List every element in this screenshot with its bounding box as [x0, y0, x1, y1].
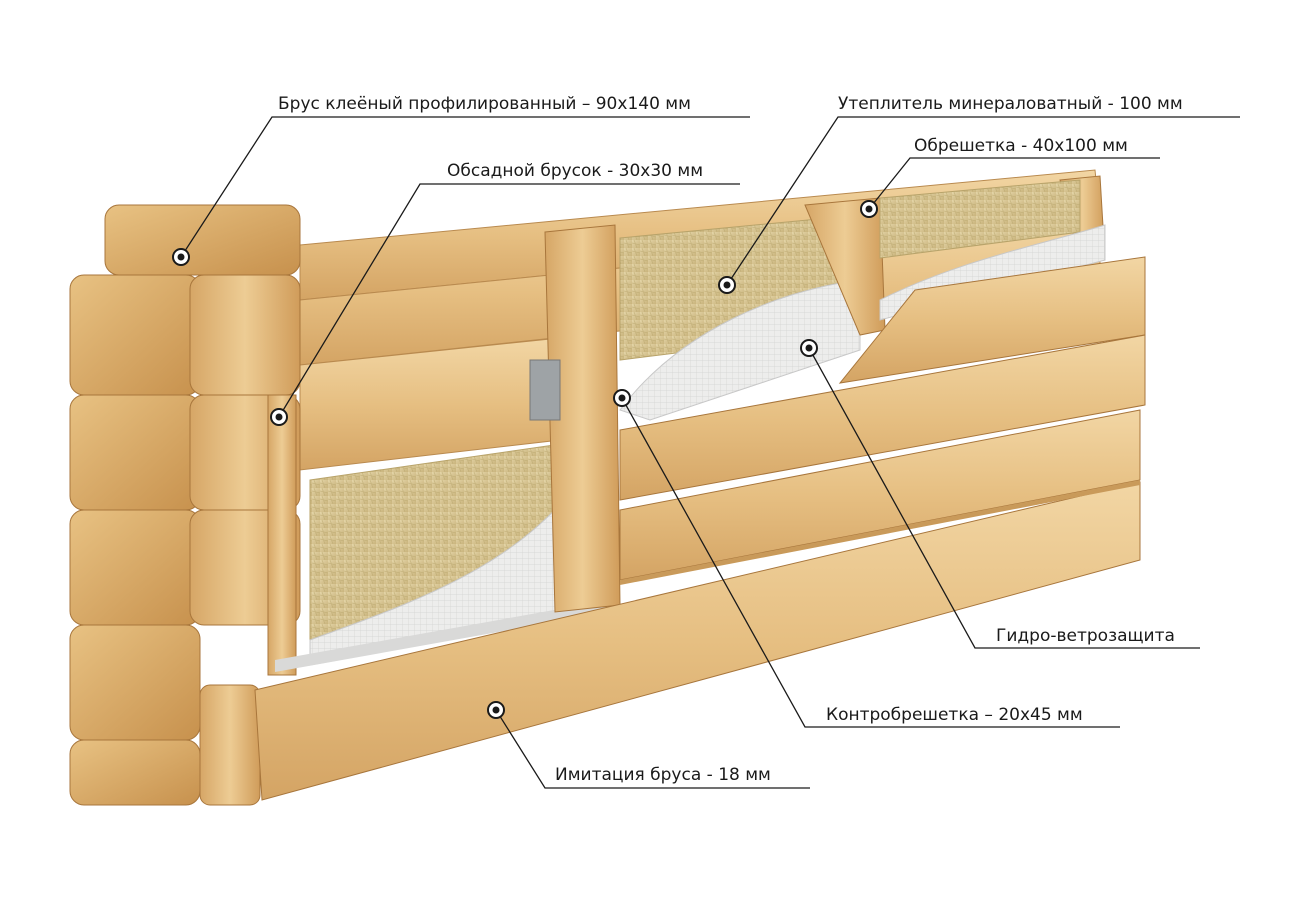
marker-imitation-timber [487, 701, 505, 719]
label-glued-timber: Брус клеёный профилированный – 90х140 мм [278, 94, 691, 114]
marker-counter-battens [613, 389, 631, 407]
label-battens: Обрешетка - 40х100 мм [914, 136, 1128, 156]
leader-lines [180, 116, 1240, 789]
label-counter-battens: Контробрешетка – 20х45 мм [826, 705, 1083, 725]
label-membrane: Гидро-ветрозащита [996, 626, 1175, 646]
insulation-center [619, 214, 861, 421]
label-mineral-wool: Утеплитель минераловатный - 100 мм [838, 94, 1183, 114]
marker-casing-bar [270, 408, 288, 426]
label-casing-bar: Обсадной брусок - 30х30 мм [447, 161, 704, 181]
label-imitation-timber: Имитация бруса - 18 мм [555, 765, 771, 785]
marker-dots [172, 200, 878, 719]
marker-glued-timber [172, 248, 190, 266]
marker-membrane [800, 339, 818, 357]
imitation-timber-boards [254, 256, 1146, 801]
marker-battens [860, 200, 878, 218]
casing-bar [267, 394, 297, 676]
marker-mineral-wool [718, 276, 736, 294]
